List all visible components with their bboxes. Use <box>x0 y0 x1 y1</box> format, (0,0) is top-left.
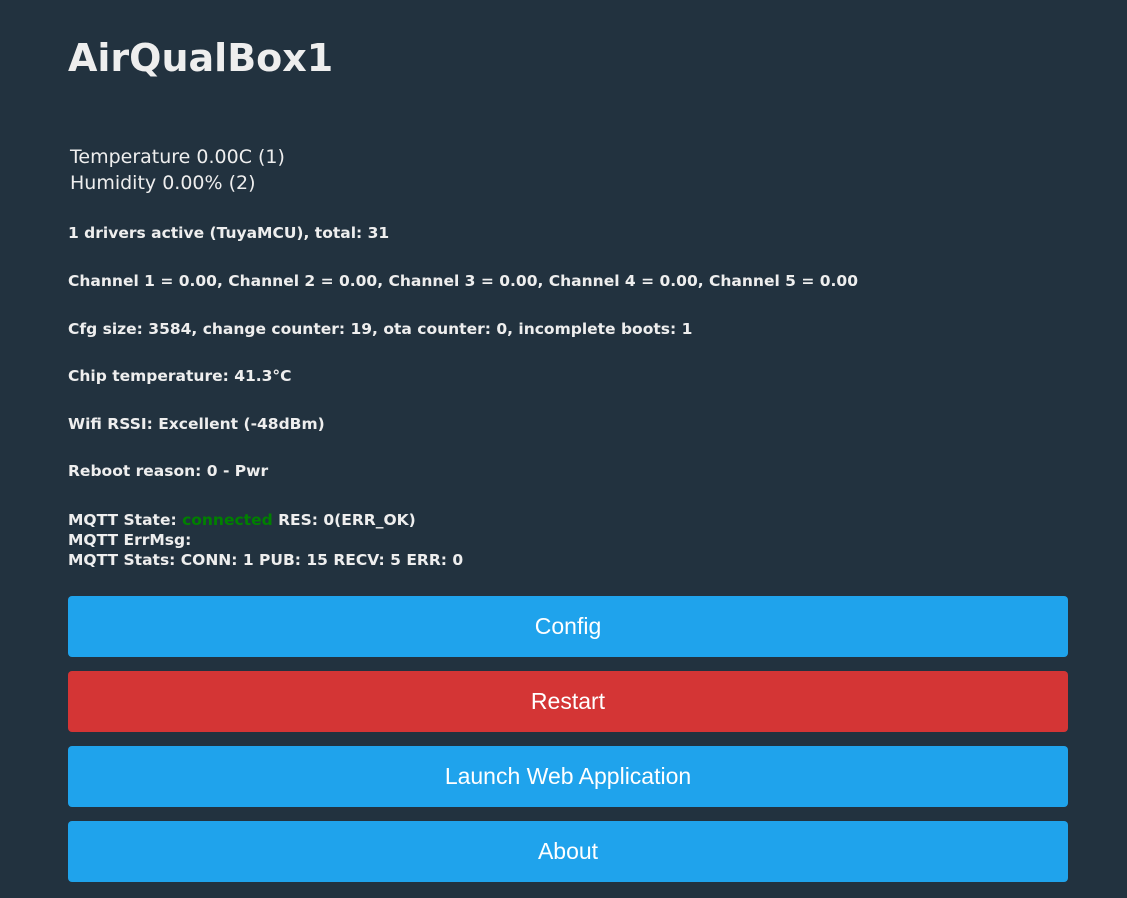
cfg-status: Cfg size: 3584, change counter: 19, ota … <box>68 320 693 338</box>
humidity-reading: Humidity 0.00% (2) <box>70 172 256 194</box>
config-button[interactable]: Config <box>68 596 1068 657</box>
mqtt-errmsg: MQTT ErrMsg: <box>68 531 192 549</box>
restart-button[interactable]: Restart <box>68 671 1068 732</box>
mqtt-state-res: RES: 0(ERR_OK) <box>278 511 416 529</box>
mqtt-state-value: connected <box>182 511 273 529</box>
chip-temperature: Chip temperature: 41.3°C <box>68 367 292 385</box>
sensor-readings: Temperature 0.00C (1) Humidity 0.00% (2) <box>70 144 285 196</box>
mqtt-state-label: MQTT State: <box>68 511 177 529</box>
device-title: AirQualBox1 <box>68 36 334 80</box>
launch-web-app-button[interactable]: Launch Web Application <box>68 746 1068 807</box>
mqtt-state: MQTT State: connected RES: 0(ERR_OK) <box>68 510 463 530</box>
wifi-rssi: Wifi RSSI: Excellent (-48dBm) <box>68 415 325 433</box>
mqtt-info: MQTT State: connected RES: 0(ERR_OK) MQT… <box>68 510 463 570</box>
mqtt-stats: MQTT Stats: CONN: 1 PUB: 15 RECV: 5 ERR:… <box>68 551 464 569</box>
about-button[interactable]: About <box>68 821 1068 882</box>
reboot-reason: Reboot reason: 0 - Pwr <box>68 462 269 480</box>
drivers-status: 1 drivers active (TuyaMCU), total: 31 <box>68 224 390 242</box>
channels-status: Channel 1 = 0.00, Channel 2 = 0.00, Chan… <box>68 272 858 290</box>
temperature-reading: Temperature 0.00C (1) <box>70 146 285 168</box>
